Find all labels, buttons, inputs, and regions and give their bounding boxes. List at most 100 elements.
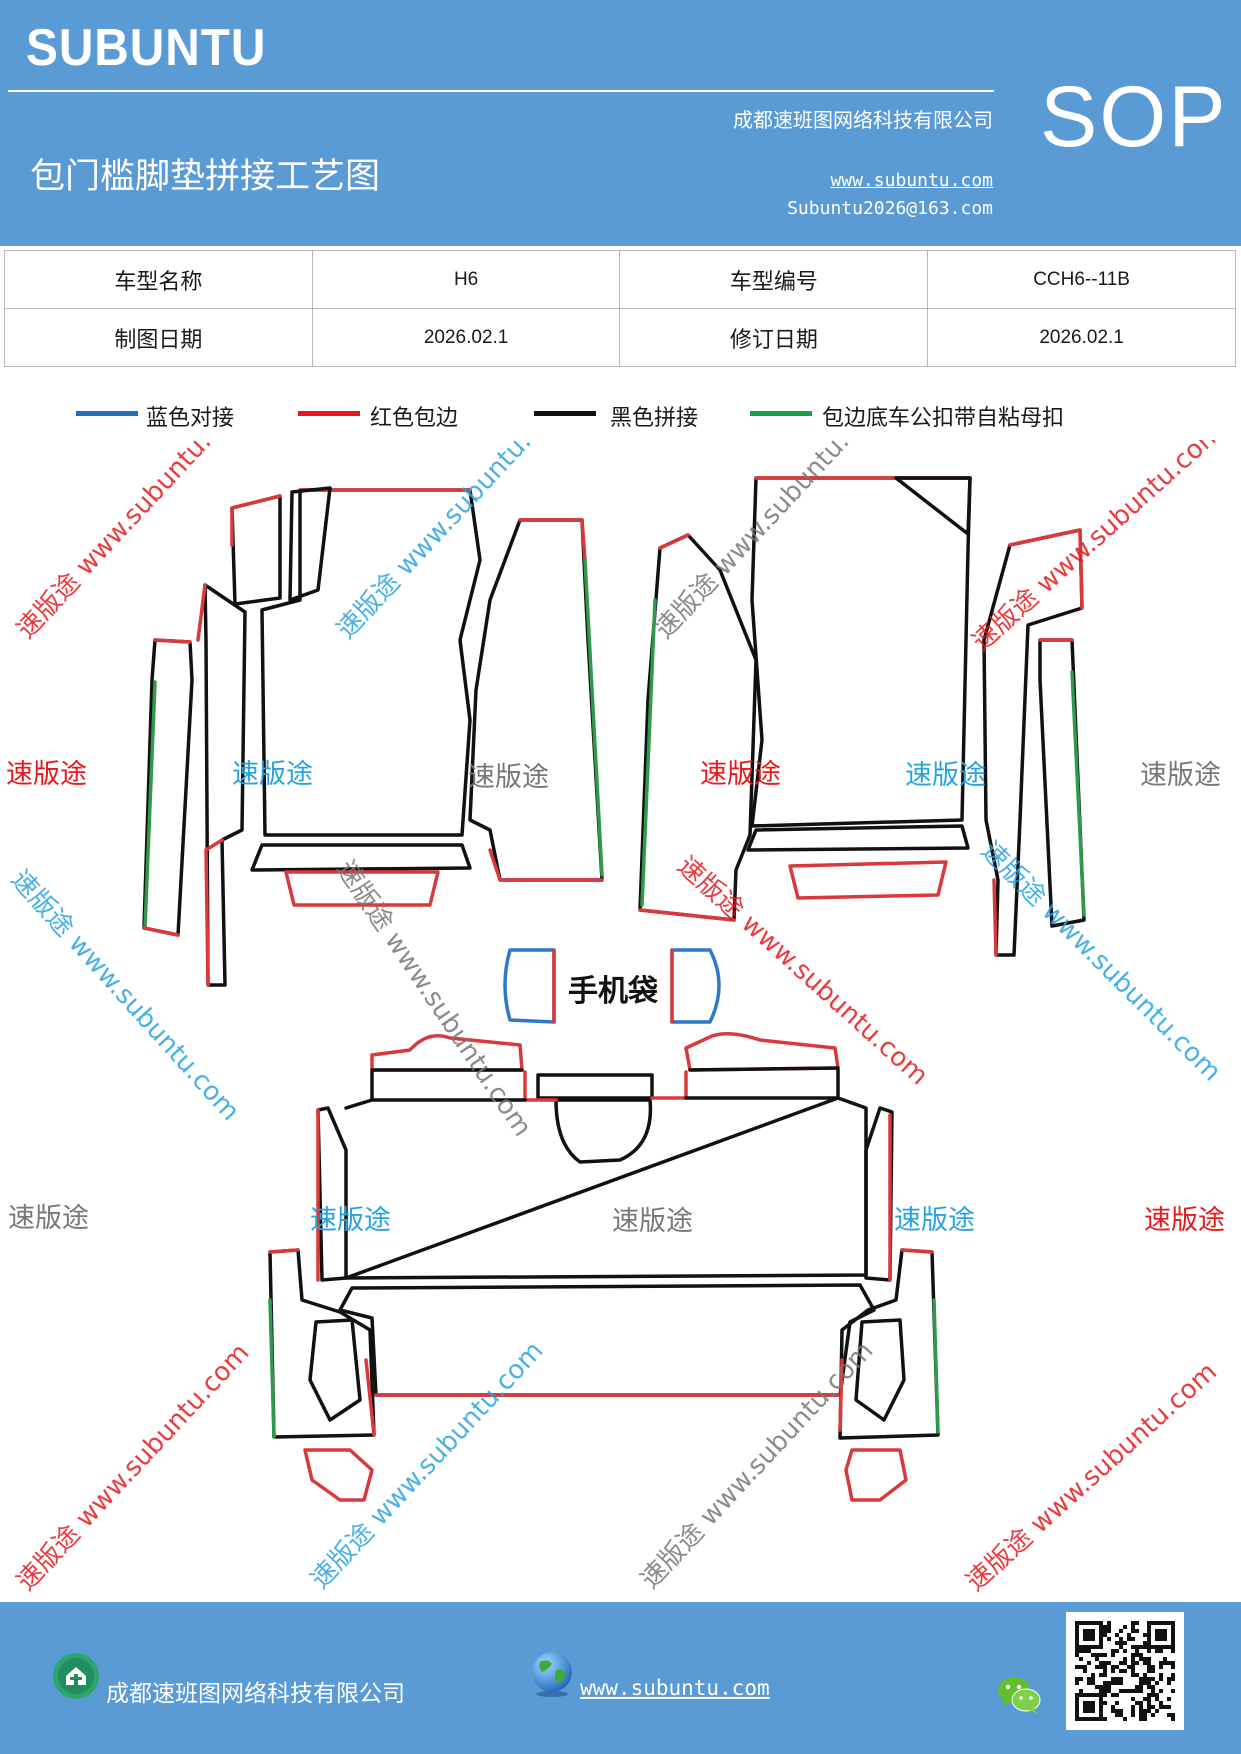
website-link[interactable]: www.subuntu.com: [830, 170, 993, 191]
rear-tunnel-cap: [536, 1073, 654, 1100]
passenger-left-green: [640, 598, 657, 907]
passenger-heel-pad: [746, 824, 970, 852]
watermark-text: 速版途: [612, 1206, 693, 1237]
watermark-diagonal: 速版途 www.subuntu.com: [967, 440, 1229, 657]
table-cell-label: 车型编号: [619, 250, 929, 309]
watermark-diagonal: 速版途 www.subuntu.com: [305, 1336, 549, 1595]
vehicle-info-table: 车型名称 H6 车型编号 CCH6--11B 制图日期 2026.02.1 修订…: [4, 250, 1236, 367]
watermark-diagonal: 速版途 www.subuntu.com: [649, 440, 893, 645]
footer-banner: 成都速班图网络科技有限公司 www.subuntu.com: [0, 1602, 1241, 1754]
driver-side-strip: [288, 486, 332, 602]
rear-tunnel-hump: [554, 1098, 653, 1164]
passenger-sill-green: [1070, 670, 1086, 917]
sop-badge: SOP: [1040, 69, 1228, 165]
front-center-top: [518, 518, 587, 562]
rear-lower-right-red: [838, 1248, 934, 1432]
front-right-mat-group: [638, 476, 1086, 957]
qr-code[interactable]: [1066, 1612, 1184, 1730]
rear-left-inner-wedge: [308, 1318, 362, 1422]
legend-swatch: [750, 411, 812, 416]
table-cell-value: H6: [311, 250, 621, 309]
wechat-icon[interactable]: [996, 1674, 1042, 1716]
document-title: 包门槛脚垫拼接工艺图: [30, 157, 381, 197]
watermark-diagonal: 速版途 www.subuntu.com: [331, 440, 575, 645]
rear-lower-left-corner: [268, 1248, 376, 1439]
table-cell-label: 车型名称: [4, 250, 313, 309]
passenger-corner-wedge: [894, 476, 972, 536]
rear-right-inner-wedge: [854, 1318, 906, 1422]
globe-icon: [532, 1652, 572, 1697]
qr-code-pattern: [1075, 1621, 1175, 1721]
horizontal-watermarks: 速版途 速版途 速版途 速版途 速版途 速版途 速版途 速版途 速版途 速版途 …: [6, 759, 1225, 1237]
watermark-text: 速版途: [894, 1205, 975, 1236]
table-cell-value: 2026.02.1: [927, 308, 1236, 367]
watermark-text: 速版途: [700, 759, 781, 790]
rear-top-tab-right: [684, 1032, 840, 1072]
rear-right-strip: [864, 1106, 894, 1282]
table-cell-label: 修订日期: [619, 308, 929, 367]
rear-top-tab-left: [370, 1034, 524, 1072]
table-cell-value: 2026.02.1: [311, 308, 621, 367]
passenger-heel-extension: [788, 860, 948, 900]
rear-main-panel: [344, 1068, 868, 1280]
watermark-text: 速版途: [468, 762, 549, 793]
front-center-strip: [468, 518, 604, 882]
watermark-text: 速版途: [6, 759, 87, 790]
phone-pocket-group: [503, 948, 721, 1024]
legend-label: 蓝色对接: [146, 406, 235, 431]
watermark-diagonal: 速版途 www.subuntu.com: [671, 851, 933, 1091]
watermark-text: 速版途: [1144, 1205, 1225, 1236]
rear-left-foot: [303, 1448, 374, 1502]
company-logo-icon: [53, 1653, 99, 1699]
rear-left-strip: [316, 1106, 348, 1282]
table-row: 车型名称 H6 车型编号 CCH6--11B: [4, 250, 1236, 309]
legend-swatch: [534, 411, 596, 416]
table-row: 制图日期 2026.02.1 修订日期 2026.02.1: [4, 308, 1236, 367]
table-cell-label: 制图日期: [4, 308, 313, 367]
floor-mat-diagram: 手机袋 速版途 速版途 速版途 速版途 速版途 速版途 速版途 速版途 速版途 …: [0, 440, 1241, 1600]
rear-lower-panel: [338, 1283, 876, 1397]
rear-right-foot: [844, 1448, 908, 1502]
driver-sill-green: [143, 680, 157, 930]
legend-label: 红色包边: [370, 406, 459, 431]
driver-top-pad-edge: [230, 494, 282, 547]
watermark-diagonal: 速版途 www.subuntu.com: [11, 1338, 255, 1597]
footer-website-link[interactable]: www.subuntu.com: [580, 1676, 770, 1700]
driver-heel-extension: [284, 870, 440, 907]
company-name: 成都速班图网络科技有限公司: [733, 108, 993, 132]
phone-pocket-right: [670, 948, 721, 1024]
driver-heel-pad: [250, 843, 472, 872]
header-divider: [8, 90, 994, 92]
watermark-text: 速版途: [232, 759, 313, 790]
watermark-text: 速版途: [1140, 760, 1221, 791]
driver-top-pad: [230, 494, 282, 606]
front-left-mat-group: [142, 486, 604, 987]
front-center-bottom: [488, 848, 604, 882]
watermark-text: 速版途: [905, 760, 986, 791]
driver-pillar-red: [196, 583, 224, 987]
header-banner: SUBUNTU 成都速班图网络科技有限公司 包门槛脚垫拼接工艺图 www.sub…: [0, 0, 1241, 246]
driver-sill-red: [142, 638, 192, 937]
table-cell-value: CCH6--11B: [927, 250, 1236, 309]
diagonal-watermarks-rising: 速版途 www.subuntu.com 速版途 www.subuntu.com …: [11, 440, 1229, 1597]
email-address: Subuntu2026@163.com: [787, 198, 993, 219]
passenger-pillar-red: [992, 528, 1084, 957]
phone-pocket-label: 手机袋: [568, 974, 658, 1009]
driver-pillar-strip: [203, 583, 247, 987]
legend-label: 黑色拼接: [610, 406, 699, 431]
rear-mat-group: [268, 1032, 940, 1502]
watermark-diagonal: 速版途 www.subuntu.com: [11, 440, 255, 645]
legend-swatch: [298, 411, 360, 416]
rear-lower-left-red: [268, 1248, 376, 1437]
legend-label: 包边底车公扣带自粘母扣: [822, 406, 1065, 431]
passenger-left-red: [638, 533, 736, 922]
phone-pocket-left: [503, 948, 556, 1024]
brand-logo-text: SUBUNTU: [26, 19, 267, 77]
watermark-text: 速版途: [310, 1205, 391, 1236]
footer-company-name: 成都速班图网络科技有限公司: [106, 1681, 405, 1707]
rear-top-tab-black: [370, 1066, 840, 1072]
rear-lower-right-green: [932, 1298, 940, 1434]
front-center-green: [583, 558, 604, 877]
driver-mat-outline: [260, 488, 482, 837]
watermark-diagonal: 速版途 www.subuntu.com: [975, 836, 1227, 1088]
